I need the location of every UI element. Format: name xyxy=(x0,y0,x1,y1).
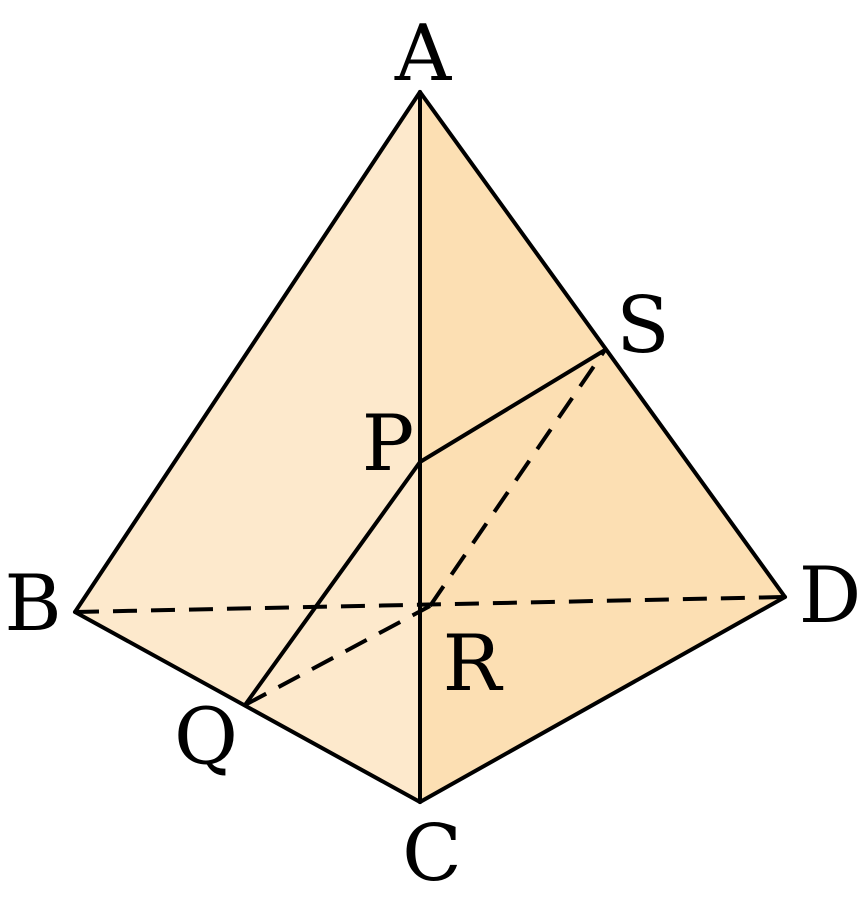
edge-qr-hidden xyxy=(244,604,431,707)
face-abc xyxy=(75,92,420,802)
label-s: S xyxy=(616,281,669,371)
edge-rs-hidden xyxy=(428,348,607,608)
label-p: P xyxy=(362,399,414,489)
edge-ad xyxy=(418,90,787,599)
label-r: R xyxy=(443,619,504,709)
label-a: A xyxy=(394,9,453,99)
edge-cd xyxy=(418,595,787,804)
label-q: Q xyxy=(174,692,238,782)
label-d: D xyxy=(799,551,862,641)
label-b: B xyxy=(4,559,61,649)
face-acd xyxy=(420,92,785,802)
edge-pq xyxy=(243,460,422,707)
edge-bc xyxy=(73,610,422,804)
edge-ps xyxy=(418,348,607,464)
label-c: C xyxy=(402,809,462,899)
edge-ab xyxy=(73,90,422,614)
